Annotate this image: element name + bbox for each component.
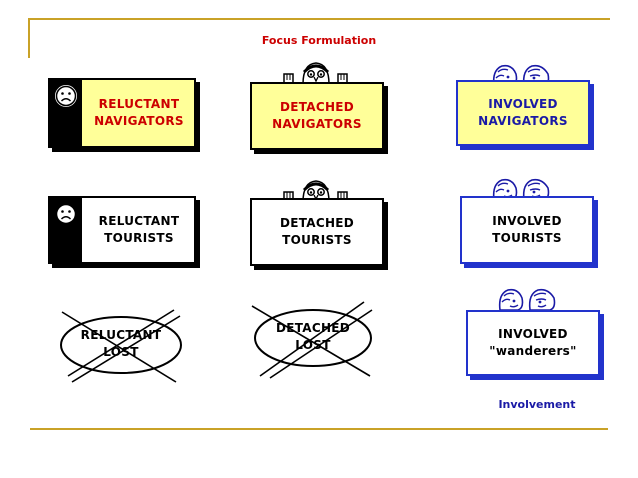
crossed-ellipse-reluctant-lost bbox=[60, 309, 182, 383]
card-label-line1: DETACHED bbox=[279, 216, 355, 230]
card-involved-wanderers: INVOLVED "wanderers" bbox=[466, 310, 600, 376]
peeking-face-icon bbox=[282, 178, 354, 202]
page-title: Focus Formulation bbox=[261, 34, 377, 47]
card-label-line1: DETACHED bbox=[279, 100, 355, 114]
crossed-ellipse-detached-lost bbox=[251, 301, 373, 379]
card-reluctant-tourists: RELUCTANT TOURISTS bbox=[48, 196, 196, 264]
card-label-line2: NAVIGATORS bbox=[272, 117, 362, 131]
card-reluctant-navigators: RELUCTANT NAVIGATORS bbox=[48, 78, 196, 148]
card-involved-tourists: INVOLVED TOURISTS bbox=[460, 196, 594, 264]
side-bar bbox=[50, 80, 82, 146]
card-label-line1: INVOLVED bbox=[488, 97, 558, 111]
top-vertical-rule bbox=[28, 18, 30, 58]
ellipse-label-detached-lost: DETACHED LOST bbox=[258, 320, 368, 354]
card-label-line2: NAVIGATORS bbox=[94, 114, 184, 128]
card-label-line1: RELUCTANT bbox=[98, 214, 180, 228]
ellipse-label-line1: RELUCTANT bbox=[80, 328, 162, 342]
card-label-line2: NAVIGATORS bbox=[478, 114, 568, 128]
card-involved-navigators: INVOLVED NAVIGATORS bbox=[456, 80, 590, 146]
card-label-line1: RELUCTANT bbox=[98, 97, 180, 111]
ellipse-label-line2: LOST bbox=[295, 338, 331, 352]
sad-face-icon bbox=[55, 203, 77, 225]
card-label-line2: TOURISTS bbox=[492, 231, 562, 245]
ellipse-label-line2: LOST bbox=[103, 345, 139, 359]
card-label-line2: "wanderers" bbox=[489, 344, 577, 358]
axis-label-involvement: Involvement bbox=[498, 398, 576, 411]
card-label-line1: INVOLVED bbox=[492, 214, 562, 228]
bottom-horizontal-rule bbox=[30, 428, 608, 430]
happy-faces-icon bbox=[490, 176, 552, 202]
card-detached-navigators: DETACHED NAVIGATORS bbox=[250, 82, 384, 150]
peeking-face-icon bbox=[282, 60, 354, 84]
sad-face-icon bbox=[55, 85, 77, 107]
card-label-line1: INVOLVED bbox=[498, 327, 568, 341]
side-bar bbox=[50, 198, 82, 262]
card-label-line2: TOURISTS bbox=[282, 233, 352, 247]
ellipse-label-reluctant-lost: RELUCTANT LOST bbox=[66, 327, 176, 361]
card-label-line2: TOURISTS bbox=[104, 231, 174, 245]
happy-faces-icon bbox=[496, 286, 558, 312]
ellipse-label-line1: DETACHED bbox=[275, 321, 351, 335]
top-horizontal-rule bbox=[28, 18, 610, 20]
card-detached-tourists: DETACHED TOURISTS bbox=[250, 198, 384, 266]
